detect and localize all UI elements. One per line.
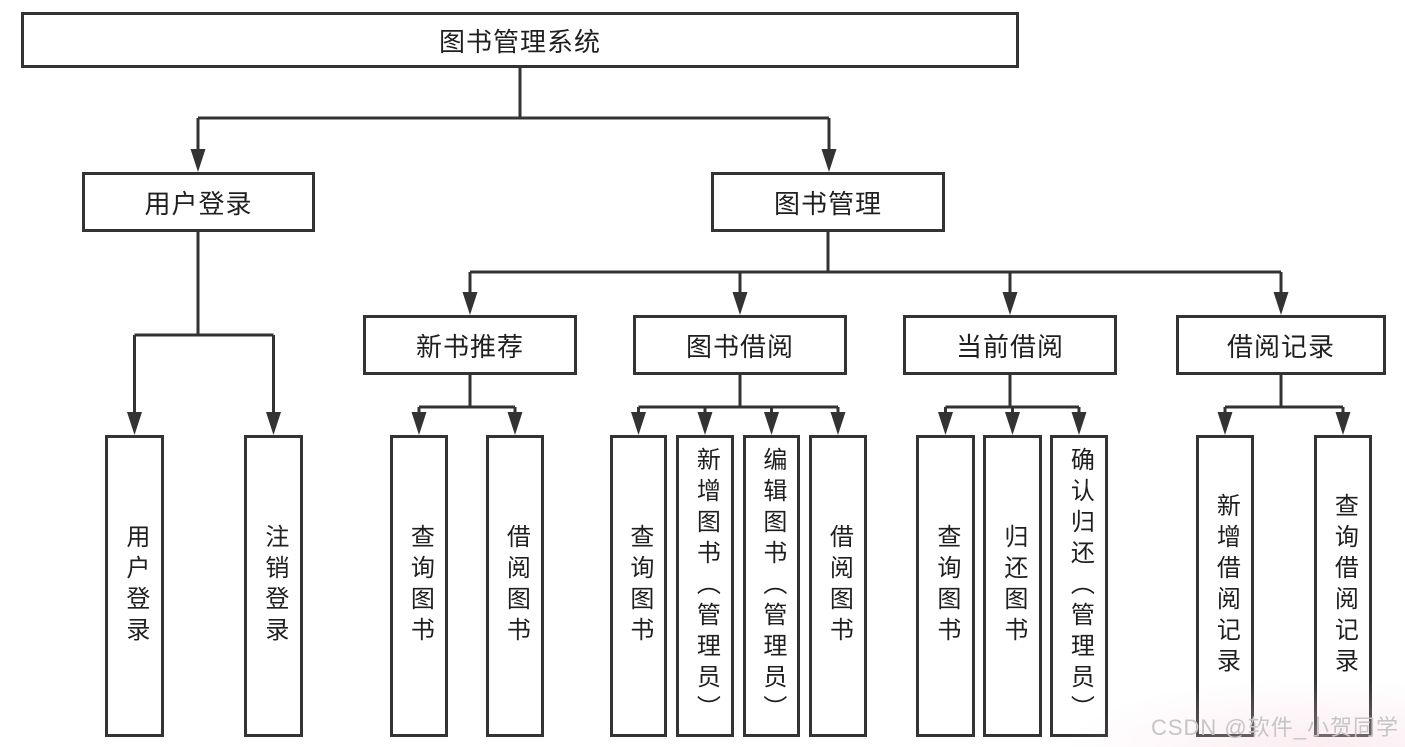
node-label: 编辑图书（管理员） (758, 446, 786, 726)
node-new-book-recommend: 新书推荐 (363, 315, 577, 375)
node-label: 查询图书 (406, 524, 434, 648)
node-label: 借阅图书 (825, 524, 853, 648)
leaf-query-books-borrow: 查询图书 (610, 435, 667, 737)
leaf-add-books-admin: 新增图书（管理员） (676, 435, 734, 737)
node-label: 确认归还（管理员） (1066, 446, 1094, 726)
node-label: 借阅图书 (502, 524, 530, 648)
leaf-logout: 注销登录 (244, 435, 303, 737)
node-label: 查询借阅记录 (1330, 493, 1358, 679)
node-label: 归还图书 (999, 524, 1027, 648)
leaf-query-books-recommend: 查询图书 (390, 435, 448, 737)
node-label: 图书管理系统 (438, 26, 601, 57)
node-book-borrowing: 图书借阅 (633, 315, 847, 375)
leaf-borrow-books: 借阅图书 (809, 435, 867, 737)
leaf-user-login: 用户登录 (105, 435, 164, 737)
leaf-confirm-return-admin: 确认归还（管理员） (1050, 435, 1108, 737)
node-label: 当前借阅 (955, 331, 1064, 362)
node-current-borrowing: 当前借阅 (903, 315, 1117, 375)
node-label: 图书借阅 (685, 331, 794, 362)
node-label: 图书管理 (773, 188, 882, 219)
node-label: 新增借阅记录 (1212, 493, 1240, 679)
leaf-query-books-current: 查询图书 (916, 435, 975, 737)
node-label: 查询图书 (932, 524, 960, 648)
leaf-add-borrow-record: 新增借阅记录 (1196, 435, 1254, 737)
leaf-borrow-books-recommend: 借阅图书 (486, 435, 544, 737)
node-label: 用户登录 (144, 188, 253, 219)
node-book-management: 图书管理 (711, 172, 945, 232)
leaf-edit-books-admin: 编辑图书（管理员） (743, 435, 800, 737)
node-label: 新书推荐 (415, 331, 524, 362)
node-borrow-records: 借阅记录 (1176, 315, 1386, 375)
leaf-query-borrow-record: 查询借阅记录 (1314, 435, 1372, 737)
node-user-login: 用户登录 (82, 172, 315, 232)
node-root-system: 图书管理系统 (21, 12, 1019, 68)
leaf-return-books: 归还图书 (983, 435, 1042, 737)
node-label: 查询图书 (625, 524, 653, 648)
node-label: 借阅记录 (1226, 331, 1335, 362)
watermark: CSDN @软件_小贺同学 (1150, 715, 1399, 740)
node-label: 注销登录 (260, 524, 288, 648)
node-label: 用户登录 (121, 524, 149, 648)
node-label: 新增图书（管理员） (692, 446, 720, 726)
